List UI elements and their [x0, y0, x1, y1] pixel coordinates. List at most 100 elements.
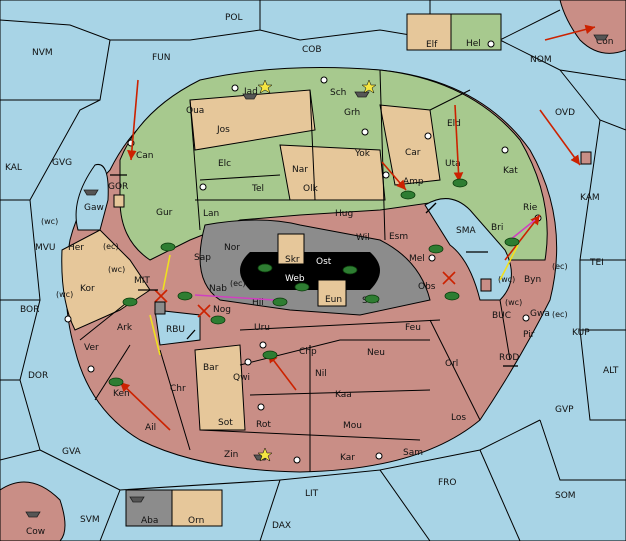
sea-label: KUP	[572, 328, 590, 338]
province-label: Lan	[203, 209, 219, 219]
province-label: Eld	[447, 119, 461, 129]
province-label: Rot	[256, 420, 271, 430]
fleet-unit-icon	[354, 91, 370, 98]
move-arrow	[539, 109, 581, 166]
province-label: Cow	[26, 527, 45, 537]
army-unit-icon	[257, 263, 273, 273]
province-label: Skr	[285, 255, 300, 265]
province-label: Mou	[343, 421, 362, 431]
province-label: Can	[136, 151, 154, 161]
coast-marker: (wc)	[505, 298, 522, 307]
sea-label: MVU	[35, 243, 56, 253]
province-label: Kor	[80, 284, 95, 294]
sea-label: OVD	[555, 108, 575, 118]
sea-label: NOM	[530, 55, 552, 65]
sea-label: GOR	[108, 182, 128, 192]
coast-marker: (wc)	[41, 217, 58, 226]
province-label: Gaw	[84, 203, 104, 213]
province-label: Sch	[330, 88, 346, 98]
province-label: Nil	[315, 369, 327, 379]
province-label: Nor	[224, 243, 240, 253]
star-icon	[361, 79, 377, 94]
dislodge-icon	[442, 271, 456, 285]
sea-label: SMA	[456, 226, 476, 236]
sea-label: GVA	[62, 447, 82, 457]
sea-label: KAL	[5, 163, 22, 173]
support-arrow	[499, 244, 519, 281]
province-label: Mel	[409, 254, 425, 264]
supply-center-icon	[199, 183, 207, 191]
supply-center-icon	[522, 314, 530, 322]
move-arrow	[453, 104, 464, 183]
province-label: Tel	[251, 184, 264, 194]
convoy-arrow	[194, 294, 276, 301]
province-label: Uru	[254, 323, 270, 333]
army-unit-icon	[364, 294, 380, 304]
supply-center-icon	[320, 76, 328, 84]
province-label: Nog	[213, 305, 231, 315]
province-label: Wil	[356, 233, 370, 243]
province-label: Obs	[418, 282, 436, 292]
province-label: Byn	[524, 275, 541, 285]
army-unit-icon	[428, 244, 444, 254]
army-unit-icon	[504, 237, 520, 247]
coast-marker: (ec)	[103, 242, 119, 251]
province-label: Ken	[113, 389, 130, 399]
province-label: Kat	[503, 166, 518, 176]
coast-marker: (ec)	[552, 310, 568, 319]
province-label: Elc	[218, 159, 231, 169]
province-label: Grh	[344, 108, 360, 118]
marker-box	[113, 194, 125, 208]
province-label: Jos	[216, 125, 230, 135]
dislodge-icon	[154, 289, 168, 303]
coast-marker: (ec)	[230, 279, 246, 288]
province-label: Orl	[445, 359, 458, 369]
province-label: Orn	[188, 516, 204, 526]
province-label: Kaa	[335, 390, 352, 400]
move-arrow	[119, 381, 171, 431]
marker-box	[154, 301, 166, 315]
province-label: Chp	[299, 347, 317, 357]
sea-label: COB	[302, 45, 322, 55]
province-label: Feu	[405, 323, 421, 333]
province-label: Ail	[145, 423, 156, 433]
province-label: Eun	[325, 295, 342, 305]
province-label: Her	[68, 243, 84, 253]
province-label: Web	[285, 274, 305, 284]
sea-label: ALT	[603, 366, 619, 376]
province-label: Los	[451, 413, 466, 423]
sea-label: BOR	[20, 305, 39, 315]
fleet-unit-icon	[83, 189, 99, 196]
province-label: Jad	[243, 87, 258, 97]
move-arrow	[267, 352, 297, 391]
sea-label: FUN	[152, 53, 171, 63]
star-icon	[257, 447, 273, 462]
sea-label: ROD	[499, 353, 519, 363]
province-label: Hug	[335, 209, 353, 219]
supply-center-icon	[487, 40, 495, 48]
army-unit-icon	[262, 350, 278, 360]
move-arrow	[504, 214, 541, 261]
province-label: Qwi	[233, 373, 250, 383]
sea-label: BUC	[492, 311, 511, 321]
marker-box	[480, 278, 492, 292]
army-unit-icon	[400, 190, 416, 200]
province-label: Elf	[426, 40, 438, 50]
coast-marker: (wc)	[498, 275, 515, 284]
province-label: Ark	[117, 323, 133, 333]
province-label: Sam	[403, 448, 423, 458]
army-unit-icon	[272, 297, 288, 307]
province-label: Amp	[403, 177, 424, 187]
supply-center-icon	[428, 254, 436, 262]
province-label: Bri	[491, 223, 503, 233]
province-label: Gur	[156, 208, 173, 218]
supply-center-icon	[257, 403, 265, 411]
supply-center-icon	[361, 128, 369, 136]
fleet-unit-icon	[593, 34, 609, 41]
sea-label: SVM	[80, 515, 100, 525]
supply-center-icon	[87, 365, 95, 373]
province-label: Con	[596, 37, 614, 47]
star-icon	[257, 79, 273, 94]
supply-center-icon	[244, 358, 252, 366]
province-label: Ver	[84, 343, 99, 353]
